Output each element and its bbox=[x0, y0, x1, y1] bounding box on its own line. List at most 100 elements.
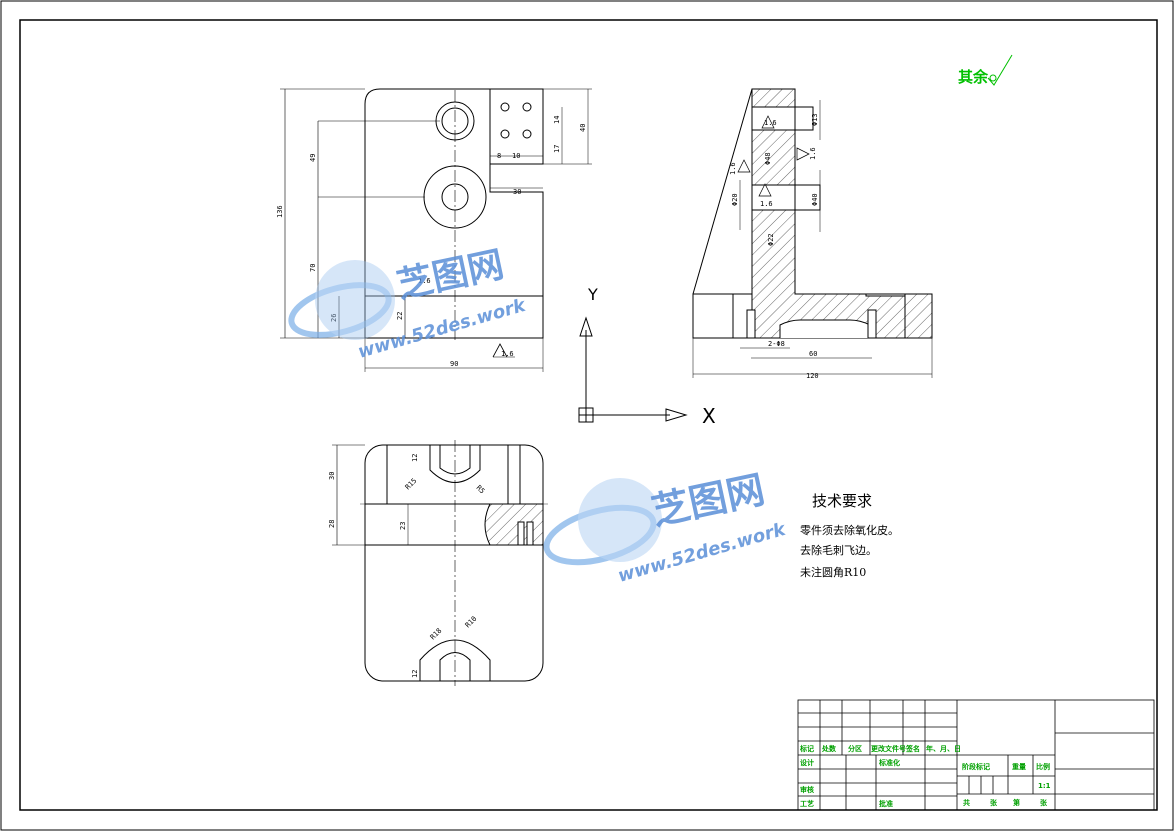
tb-total: 共 bbox=[963, 798, 970, 807]
front-view bbox=[280, 88, 592, 372]
title-block-text: 标记 处数 分区 更改文件号 签名 年、月、日 设计 标准化 审核 工艺 批准 … bbox=[799, 744, 1051, 808]
top-slot-inner bbox=[439, 445, 471, 475]
tb-approve: 批准 bbox=[879, 799, 893, 808]
side-hatch-1 bbox=[751, 88, 796, 108]
dim-phi40: Φ40 bbox=[811, 193, 819, 206]
bottom-dim-r10: R10 bbox=[464, 615, 479, 630]
tb-mark: 标记 bbox=[799, 744, 814, 753]
side-flange-left bbox=[692, 293, 734, 339]
dim-60: 60 bbox=[809, 350, 817, 358]
tb-zone: 分区 bbox=[848, 744, 862, 753]
side-rough-1: 1.6 bbox=[764, 119, 777, 127]
tech-req-line-3: 未注圆角R10 bbox=[800, 565, 866, 579]
surface-finish-label: 其余 bbox=[958, 68, 989, 86]
tb-count: 处数 bbox=[821, 744, 837, 753]
watermark-globe-icon bbox=[315, 260, 395, 340]
top-dim-r15: R15 bbox=[404, 477, 419, 492]
small-hole-4 bbox=[522, 129, 532, 139]
side-pin-1 bbox=[746, 309, 756, 339]
watermark-2 bbox=[543, 478, 662, 566]
x-axis-arrow bbox=[665, 408, 688, 422]
tech-req-line-1: 零件须去除氧化皮。 bbox=[800, 523, 899, 537]
top-partial-section bbox=[484, 503, 544, 546]
top-view bbox=[332, 440, 548, 686]
ucs-axes bbox=[578, 316, 688, 423]
small-hole-1 bbox=[500, 102, 510, 112]
tb-review: 审核 bbox=[800, 785, 814, 794]
side-roughness-4 bbox=[758, 183, 772, 197]
roughness-value-2: 1.6 bbox=[418, 277, 431, 285]
bottom-dim-r18: R18 bbox=[429, 627, 444, 642]
side-roughness-1 bbox=[761, 115, 775, 129]
surface-finish-note bbox=[987, 54, 1013, 86]
dim-120: 120 bbox=[806, 372, 819, 380]
roughness-value: 1.6 bbox=[501, 350, 514, 358]
top-pin-2 bbox=[526, 521, 534, 546]
side-view-dims: 120 60 2-Φ8 Φ13 Φ40 Φ48 Φ20 Φ22 1.6 1.6 … bbox=[729, 113, 819, 380]
dim-2-phi8: 2-Φ8 bbox=[768, 340, 785, 348]
roughness-symbol-front bbox=[492, 343, 508, 358]
top-dim-23: 23 bbox=[399, 522, 407, 530]
tb-sheets: 张 bbox=[990, 798, 998, 807]
dim-8: 8 bbox=[497, 152, 501, 160]
watermark-brand-1: 芝图网 bbox=[393, 244, 507, 307]
side-view bbox=[692, 88, 933, 378]
watermark-orbit-icon bbox=[288, 282, 392, 338]
dim-49: 49 bbox=[309, 154, 317, 162]
tb-page: 第 bbox=[1013, 798, 1020, 807]
front-outline bbox=[364, 88, 544, 339]
tb-date: 年、月、日 bbox=[926, 744, 961, 753]
dim-phi48: Φ48 bbox=[764, 152, 772, 165]
small-hole-3 bbox=[500, 129, 510, 139]
dim-26: 26 bbox=[330, 314, 338, 322]
side-rough-4: 1.6 bbox=[760, 200, 773, 208]
dim-70: 70 bbox=[309, 264, 317, 272]
front-view-dims: 136 49 70 26 22 90 30 8 10 14 17 40 1.6 … bbox=[276, 116, 587, 368]
bottom-dim-12: 12 bbox=[411, 670, 419, 678]
x-axis-label: X bbox=[702, 404, 716, 428]
tech-req-title: 技术要求 bbox=[812, 492, 872, 510]
top-dim-12: 12 bbox=[411, 454, 419, 462]
side-flange-right bbox=[904, 293, 933, 339]
side-roughness-2 bbox=[796, 147, 810, 161]
tb-page2: 张 bbox=[1040, 798, 1048, 807]
side-bottom-cutout bbox=[779, 319, 871, 338]
side-rough-3: 1.6 bbox=[729, 162, 737, 175]
side-rough-2: 1.6 bbox=[809, 147, 817, 160]
tb-stage-mark: 阶段标记 bbox=[962, 762, 990, 771]
tb-scale-label: 比例 bbox=[1036, 762, 1050, 771]
watermark-globe-icon-2 bbox=[578, 478, 662, 562]
side-bore-step-2 bbox=[794, 184, 821, 211]
side-hatch-2 bbox=[751, 129, 796, 186]
tb-design: 设计 bbox=[800, 758, 814, 767]
dim-136: 136 bbox=[276, 205, 284, 218]
small-hole-2 bbox=[522, 102, 532, 112]
side-hatch-3 bbox=[751, 209, 906, 339]
tb-process: 工艺 bbox=[800, 799, 814, 808]
tb-sign: 签名 bbox=[905, 744, 920, 753]
y-axis-label: Y bbox=[587, 285, 598, 304]
dim-22: 22 bbox=[396, 312, 404, 320]
dim-phi22: Φ22 bbox=[767, 233, 775, 246]
watermark-brand-2: 芝图网 bbox=[648, 467, 769, 534]
side-pin-2 bbox=[867, 309, 877, 339]
top-dim-28: 28 bbox=[328, 520, 336, 528]
dim-phi20: Φ20 bbox=[731, 193, 739, 206]
watermark-orbit-icon-2 bbox=[543, 504, 657, 566]
dim-30: 30 bbox=[513, 188, 521, 196]
top-view-dims: 30 28 12 23 R15 R5 12 R18 R10 bbox=[328, 454, 486, 678]
y-axis-arrow bbox=[579, 316, 593, 337]
dim-17: 17 bbox=[553, 145, 561, 153]
side-rib bbox=[692, 88, 753, 295]
dim-10: 10 bbox=[512, 152, 520, 160]
tb-standardize: 标准化 bbox=[878, 758, 900, 767]
tb-scale: 1:1 bbox=[1038, 782, 1051, 790]
side-roughness-3 bbox=[737, 159, 751, 173]
bottom-slot-inner bbox=[439, 652, 471, 681]
dim-90: 90 bbox=[450, 360, 458, 368]
title-block bbox=[797, 699, 1155, 811]
top-dim-r5: R5 bbox=[475, 484, 487, 496]
top-pin-1 bbox=[517, 521, 525, 546]
